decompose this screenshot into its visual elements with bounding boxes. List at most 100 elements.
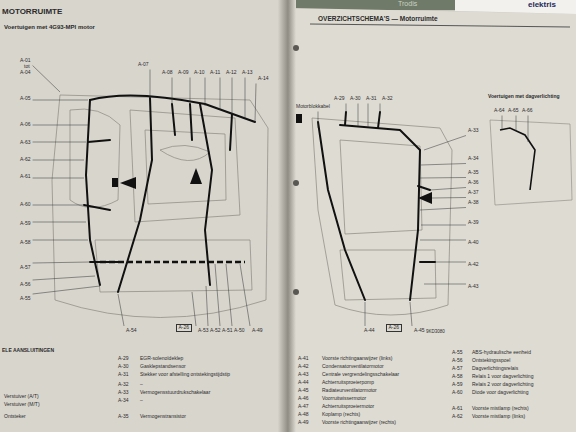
dashed-harness bbox=[100, 261, 245, 264]
body-line bbox=[312, 118, 452, 305]
label-text: A-41 bbox=[298, 356, 309, 362]
callout-number: A-31 bbox=[366, 96, 377, 102]
label-text: Ontsteker bbox=[4, 414, 26, 420]
leader-line bbox=[245, 78, 246, 119]
callout-number: A-58 bbox=[20, 240, 31, 246]
view-arrow bbox=[418, 192, 432, 204]
label-text: ELE AANSLUITINGEN bbox=[2, 348, 54, 354]
callout-number: A-66 bbox=[522, 108, 533, 114]
label-text: A-58 bbox=[452, 374, 463, 380]
label-text: Stekker voor afstelling ontstekingstijds… bbox=[140, 372, 230, 378]
label-text: A-48 bbox=[298, 412, 309, 418]
leader-line bbox=[33, 262, 90, 263]
leader-line bbox=[424, 136, 466, 151]
label-text: tot bbox=[24, 64, 30, 70]
leader-line bbox=[410, 302, 412, 326]
radiator bbox=[95, 240, 252, 292]
label-text: A-29 bbox=[118, 356, 129, 362]
label-text: A-34 bbox=[118, 398, 129, 404]
callout-number: A-10 bbox=[194, 70, 205, 76]
bumper-line bbox=[55, 300, 266, 318]
harness bbox=[86, 100, 100, 285]
inset-body bbox=[490, 120, 572, 205]
leader-line bbox=[33, 205, 84, 206]
callout-number: A-07 bbox=[138, 62, 149, 68]
left-page bbox=[0, 0, 286, 432]
inner-fender bbox=[70, 109, 120, 208]
leader-line bbox=[33, 160, 84, 161]
label-text: Voorste richtingaanwijzer (rechts) bbox=[322, 420, 396, 426]
label-text: A-46 bbox=[298, 396, 309, 402]
callout-number: A-64 bbox=[494, 108, 505, 114]
leader-line bbox=[432, 197, 466, 199]
callout-number: A-37 bbox=[468, 190, 479, 196]
label-text: A-42 bbox=[298, 364, 309, 370]
label-text: Condensatorventilatormotor bbox=[322, 364, 384, 370]
leader-line bbox=[380, 104, 381, 113]
callout-number: A-01 bbox=[20, 58, 31, 64]
harness bbox=[200, 104, 212, 285]
label-text: Trodis bbox=[398, 0, 417, 8]
harness-branch bbox=[345, 112, 435, 262]
label-text: A-44 bbox=[298, 380, 309, 386]
label-text: A-31 bbox=[118, 372, 129, 378]
engine-block bbox=[340, 140, 422, 234]
leader-line bbox=[150, 70, 151, 99]
callout-number: A-54 bbox=[126, 328, 137, 334]
leader-line bbox=[33, 125, 88, 126]
leader-line bbox=[240, 264, 250, 326]
inset-outline bbox=[490, 120, 572, 205]
leader-line bbox=[421, 164, 466, 166]
callout-number: A-08 bbox=[162, 70, 173, 76]
callout-number: A-43 bbox=[468, 284, 479, 290]
binder-hole bbox=[293, 289, 299, 295]
label-text: A-49 bbox=[298, 420, 309, 426]
leader-line bbox=[206, 286, 208, 326]
callout-number: A-40 bbox=[468, 240, 479, 246]
callout-number: A-65 bbox=[508, 108, 519, 114]
label-text: Ontstekingsspoel bbox=[472, 358, 510, 364]
callout-number: A-60 bbox=[20, 202, 31, 208]
label-text: Voorruitwissermotor bbox=[322, 396, 366, 402]
callout-number: A-26 bbox=[179, 325, 190, 331]
callout-number: A-44 bbox=[364, 328, 375, 334]
callout-number: A-29 bbox=[334, 96, 345, 102]
harness bbox=[318, 122, 365, 300]
leader-line bbox=[190, 78, 191, 105]
leader-line bbox=[368, 104, 369, 128]
leader-line bbox=[502, 116, 503, 130]
callout-number: A-61 bbox=[20, 174, 31, 180]
callout-number: A-59 bbox=[20, 221, 31, 227]
boxed-callout: A-26 bbox=[386, 324, 402, 332]
body-line bbox=[60, 95, 268, 300]
binder-hole bbox=[293, 180, 299, 186]
back-page bbox=[455, 0, 576, 14]
air-intake bbox=[160, 145, 210, 160]
body-line bbox=[52, 95, 60, 300]
label-text: – bbox=[140, 382, 143, 388]
callout-number: A-33 bbox=[468, 128, 479, 134]
cover-edge bbox=[292, 0, 462, 10]
label-text: EGR-solenoïdeklep bbox=[140, 356, 183, 362]
label-text: Relais 2 voor dagverlichting bbox=[472, 382, 533, 388]
wiring-harness bbox=[318, 112, 435, 300]
label-text: Dagverlichtingsrelais bbox=[472, 366, 518, 372]
binder-hole bbox=[293, 45, 299, 51]
label-text: – bbox=[140, 398, 143, 404]
callout-number: A-13 bbox=[242, 70, 253, 76]
label-text: Voorste richtingaanwijzer (links) bbox=[322, 356, 392, 362]
leader-line bbox=[205, 78, 206, 107]
callout-number: A-42 bbox=[468, 262, 479, 268]
label-text: elektris bbox=[528, 1, 556, 10]
leader-line bbox=[118, 294, 124, 326]
callout-number: A-06 bbox=[20, 122, 31, 128]
label-text: OVERZICHTSCHEMA'S — Motorruimte bbox=[318, 15, 438, 22]
callout-number: A-56 bbox=[20, 282, 31, 288]
label-text: A-47 bbox=[298, 404, 309, 410]
label-text: Voertuigen met 4G93-MPI motor bbox=[4, 24, 95, 31]
label-text: Verstuiver (M/T) bbox=[4, 402, 40, 408]
engine-block bbox=[130, 110, 240, 222]
callout-number: A-30 bbox=[350, 96, 361, 102]
label-text: A-62 bbox=[452, 414, 463, 420]
